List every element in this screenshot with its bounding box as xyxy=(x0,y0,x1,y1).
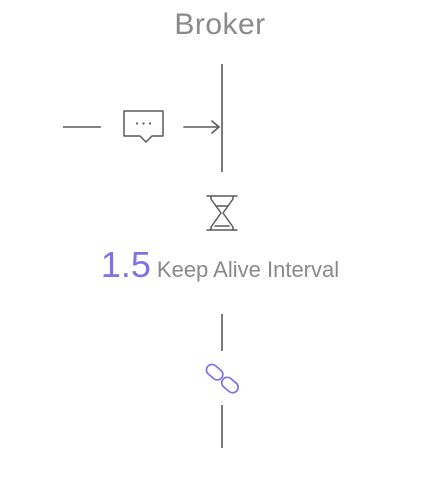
link-icon xyxy=(205,363,240,394)
keep-alive-label: Keep Alive Interval xyxy=(156,257,340,282)
hourglass-icon xyxy=(206,195,238,231)
broker-title: Broker xyxy=(174,8,266,41)
message-bubble-icon xyxy=(123,110,164,143)
arrow-right-icon xyxy=(183,120,220,134)
keep-alive-factor: 1.5 xyxy=(100,244,151,285)
